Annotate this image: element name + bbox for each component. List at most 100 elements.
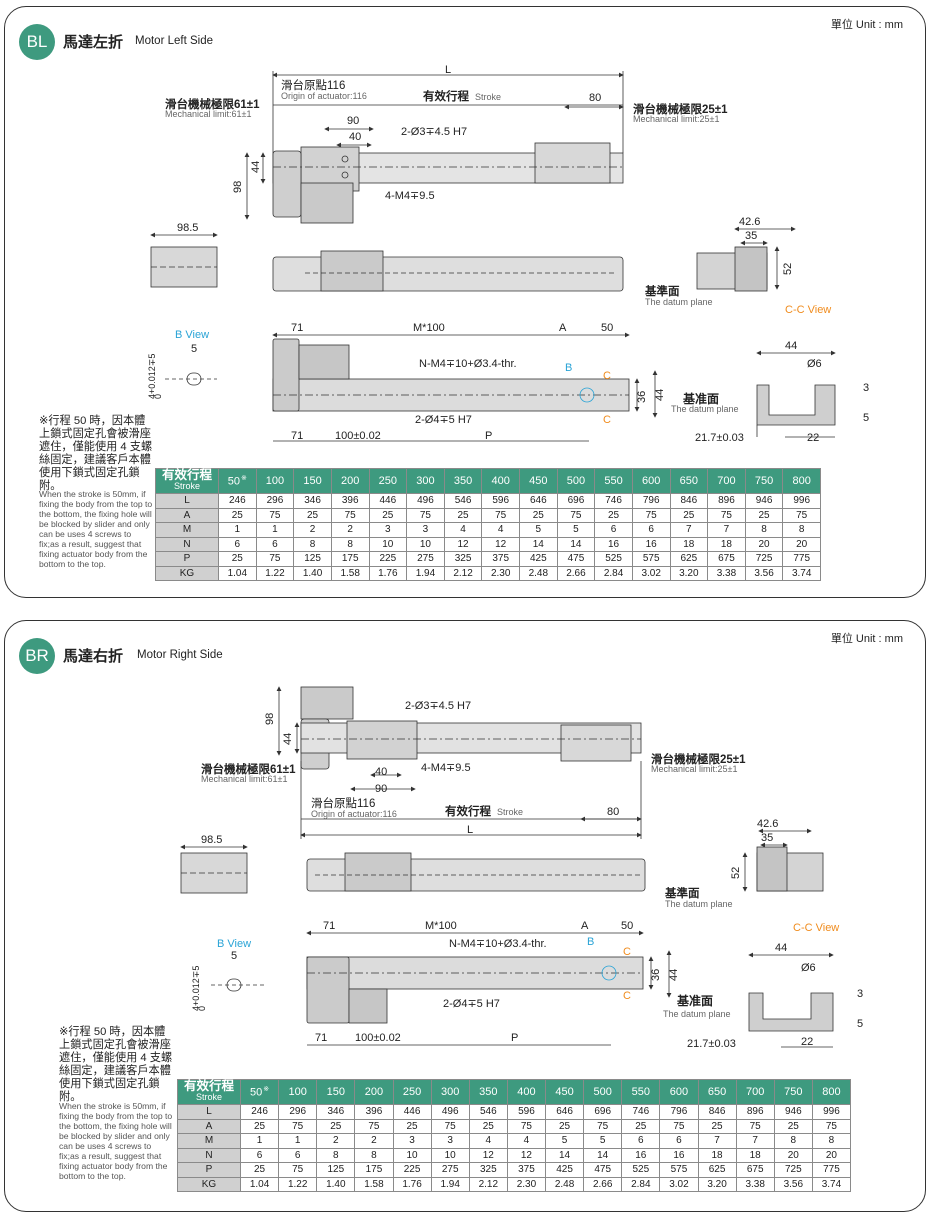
- table-cell: 1.94: [406, 565, 445, 581]
- table-cell: 346: [293, 493, 332, 509]
- table-cell: 2.30: [506, 1176, 547, 1192]
- table-cell: 225: [392, 1162, 432, 1178]
- table-cell: 75: [406, 507, 445, 523]
- table-cell: 25: [443, 507, 483, 523]
- table-cell: 625: [697, 1162, 737, 1178]
- table-cell: 746: [621, 1104, 661, 1120]
- datum2-label-zh: 基准面: [682, 391, 719, 406]
- table-cell: 596: [481, 493, 520, 509]
- marker-b: B: [565, 362, 572, 374]
- table-cell: 225: [368, 551, 408, 567]
- dim-5: 5: [231, 950, 237, 962]
- table-cell: 3.74: [782, 565, 821, 581]
- table-cell: 75: [430, 1118, 470, 1134]
- table-cell: 8: [811, 1133, 852, 1149]
- stroke-header-en: Stroke: [195, 1092, 222, 1102]
- stroke-column-header: 150: [316, 1079, 356, 1105]
- table-cell: 75: [506, 1118, 547, 1134]
- stroke-value: 600: [669, 1086, 689, 1098]
- b-view-detail: [165, 372, 217, 386]
- table-cell: 2.48: [519, 565, 558, 581]
- stroke-value: 700: [717, 475, 736, 487]
- table-cell: 75: [556, 507, 596, 523]
- stroke-column-header: 200: [354, 1079, 394, 1105]
- table-cell: 325: [468, 1162, 508, 1178]
- table-cell: 396: [330, 493, 370, 509]
- dim-P: P: [511, 1032, 518, 1044]
- table-cell: 175: [330, 551, 370, 567]
- stroke-value: 450: [555, 1086, 574, 1098]
- table-cell: 2: [354, 1133, 394, 1149]
- stroke-column-header: 700: [735, 1079, 775, 1105]
- table-cell: 4: [443, 522, 483, 538]
- table-cell: 425: [544, 1162, 585, 1178]
- table-cell: 8: [330, 536, 370, 552]
- dim-40: 40: [375, 766, 387, 778]
- marker-b: B: [587, 936, 594, 948]
- row-label: P: [177, 1162, 241, 1178]
- table-cell: 3: [392, 1133, 432, 1149]
- stroke-column-header: 400: [506, 1079, 547, 1105]
- end-view-actuator: [696, 246, 768, 292]
- stroke-header-zh: 有效行程: [183, 1079, 234, 1093]
- stroke-column-header: 50※: [218, 468, 257, 494]
- cc-view-label: C-C View: [785, 304, 831, 316]
- stroke-value: 100: [288, 1086, 307, 1098]
- table-cell: 25: [697, 1118, 737, 1134]
- tolerance-label: 4+0.012∓5: [191, 966, 201, 1011]
- mech-limit-right-zh: 滑台機械極限25±1: [633, 102, 728, 116]
- table-cell: 796: [631, 493, 671, 509]
- table-cell: 10: [368, 536, 408, 552]
- table-cell: 996: [782, 493, 821, 509]
- table-cell: 3.74: [811, 1176, 852, 1192]
- stroke-column-header: 500: [583, 1079, 623, 1105]
- table-cell: 896: [735, 1104, 775, 1120]
- table-cell: 3.20: [697, 1176, 737, 1192]
- table-cell: 8: [773, 1133, 813, 1149]
- b-view-detail: [211, 978, 265, 992]
- table-cell: 296: [255, 493, 295, 509]
- dim-pitch: 100±0.02: [355, 1032, 401, 1044]
- datum-label-en: The datum plane: [645, 297, 713, 307]
- table-cell: 7: [707, 522, 746, 538]
- tolerance-zero: 0: [153, 394, 163, 399]
- table-cell: 2.84: [594, 565, 633, 581]
- table-cell: 5: [556, 522, 596, 538]
- table-cell: 16: [631, 536, 671, 552]
- row-label: N: [155, 536, 219, 552]
- table-cell: 525: [621, 1162, 661, 1178]
- datum-label-zh: 基準面: [644, 284, 680, 298]
- table-cell: 75: [707, 507, 746, 523]
- section-title-zh: 馬達右折: [63, 648, 124, 665]
- stroke-label-zh: 有效行程: [445, 804, 491, 818]
- table-cell: 20: [782, 536, 821, 552]
- origin-label-en: Origin of actuator:116: [311, 809, 397, 819]
- table-cell: 6: [278, 1147, 318, 1163]
- datum2-label-en: The datum plane: [663, 1009, 731, 1019]
- stroke-note-zh: ※行程 50 時，因本體上鎖式固定孔會被滑座遮住，僅能使用 4 支螺絲固定，建議…: [59, 1026, 173, 1103]
- table-cell: 6: [218, 536, 257, 552]
- front-view-actuator: [272, 250, 624, 292]
- stroke-column-header: 750: [773, 1079, 813, 1105]
- table-cell: 75: [330, 507, 370, 523]
- table-cell: 496: [430, 1104, 470, 1120]
- table-cell: 646: [519, 493, 558, 509]
- table-cell: 496: [406, 493, 445, 509]
- stroke-value: 300: [416, 475, 435, 487]
- cc-dim-44: 44: [785, 340, 797, 352]
- stroke-note-en: When the stroke is 50mm, if fixing the b…: [59, 1101, 173, 1181]
- dim-40: 40: [349, 131, 361, 143]
- table-cell: 1.76: [392, 1176, 432, 1192]
- stroke-column-header: 600: [659, 1079, 699, 1105]
- table-cell: 12: [443, 536, 483, 552]
- dim-90: 90: [375, 783, 387, 795]
- table-cell: 546: [443, 493, 483, 509]
- cc-dim-5: 5: [857, 1018, 863, 1030]
- table-cell: 12: [506, 1147, 547, 1163]
- stroke-column-header: 150: [293, 468, 332, 494]
- cc-dim-22: 22: [801, 1036, 813, 1048]
